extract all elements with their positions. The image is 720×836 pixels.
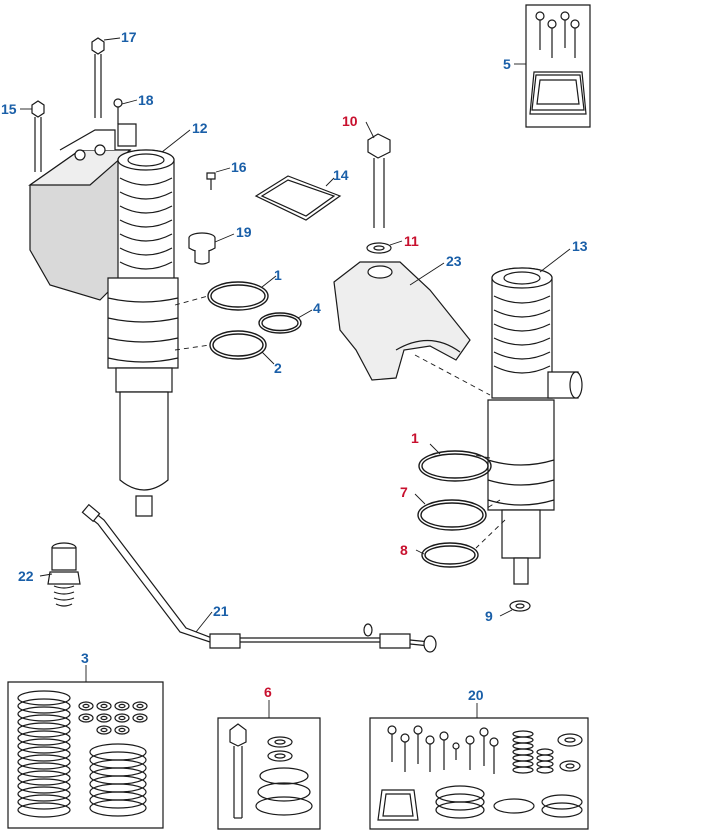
o-rings-1-7-8 — [418, 451, 491, 567]
o-rings-1-2-4 — [208, 282, 301, 359]
callout-2: 2 — [274, 360, 282, 376]
bolt-15 — [32, 101, 44, 172]
callout-1-bottom: 1 — [411, 430, 419, 446]
callout-10: 10 — [342, 113, 358, 129]
callout-20: 20 — [468, 687, 484, 703]
callout-4: 4 — [313, 300, 321, 316]
plug-19 — [189, 233, 215, 264]
callout-1-top: 1 — [274, 267, 282, 283]
washer-grid — [79, 702, 147, 734]
callout-13: 13 — [572, 238, 588, 254]
kit-box-5 — [526, 5, 590, 127]
callout-6: 6 — [264, 684, 272, 700]
callout-18: 18 — [138, 92, 154, 108]
bolt-10 — [368, 134, 390, 228]
callout-21: 21 — [213, 603, 229, 619]
callout-23: 23 — [446, 253, 462, 269]
o-ring-stack-right — [90, 744, 146, 816]
kit-box-20 — [370, 718, 588, 829]
callout-14: 14 — [333, 167, 349, 183]
callout-leaders — [20, 38, 570, 718]
callout-9: 9 — [485, 608, 493, 624]
fuel-line-21 — [82, 505, 436, 652]
sensor-22 — [48, 543, 80, 606]
injector-12 — [30, 124, 178, 516]
kit-box-6 — [218, 718, 320, 829]
callout-7: 7 — [400, 484, 408, 500]
callout-17: 17 — [121, 29, 137, 45]
callout-19: 19 — [236, 224, 252, 240]
injector-13 — [488, 268, 582, 584]
callout-16: 16 — [231, 159, 247, 175]
clamp-23 — [334, 262, 470, 380]
screw-16 — [207, 173, 215, 190]
kit-box-3 — [8, 682, 163, 828]
dashed-leaders — [175, 296, 505, 548]
o-ring-stack-left — [18, 691, 70, 817]
callout-22: 22 — [18, 568, 34, 584]
callout-numbers: 17 18 15 12 16 14 19 1 4 2 5 10 11 23 13… — [1, 29, 588, 703]
callout-8: 8 — [400, 542, 408, 558]
callout-3: 3 — [81, 650, 89, 666]
callout-12: 12 — [192, 120, 208, 136]
bolt-17 — [92, 38, 104, 118]
gasket-14 — [256, 176, 340, 220]
callout-5: 5 — [503, 56, 511, 72]
washer-9 — [510, 601, 530, 611]
bolt-18 — [114, 99, 122, 124]
washer-11 — [367, 243, 391, 253]
callout-11: 11 — [404, 233, 419, 249]
callout-15: 15 — [1, 101, 17, 117]
